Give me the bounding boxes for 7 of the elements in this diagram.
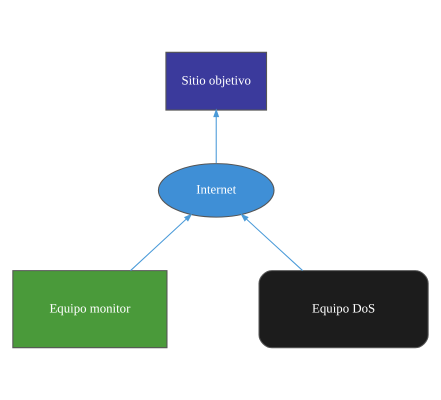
arrow [213, 108, 220, 164]
arrow [240, 214, 303, 271]
node-box: Equipo monitor [12, 270, 168, 348]
arrow [130, 214, 192, 271]
node-ellipse: Internet [158, 163, 275, 218]
node-box: Sitio objetivo [165, 52, 268, 111]
node-box: Equipo DoS [258, 270, 429, 348]
